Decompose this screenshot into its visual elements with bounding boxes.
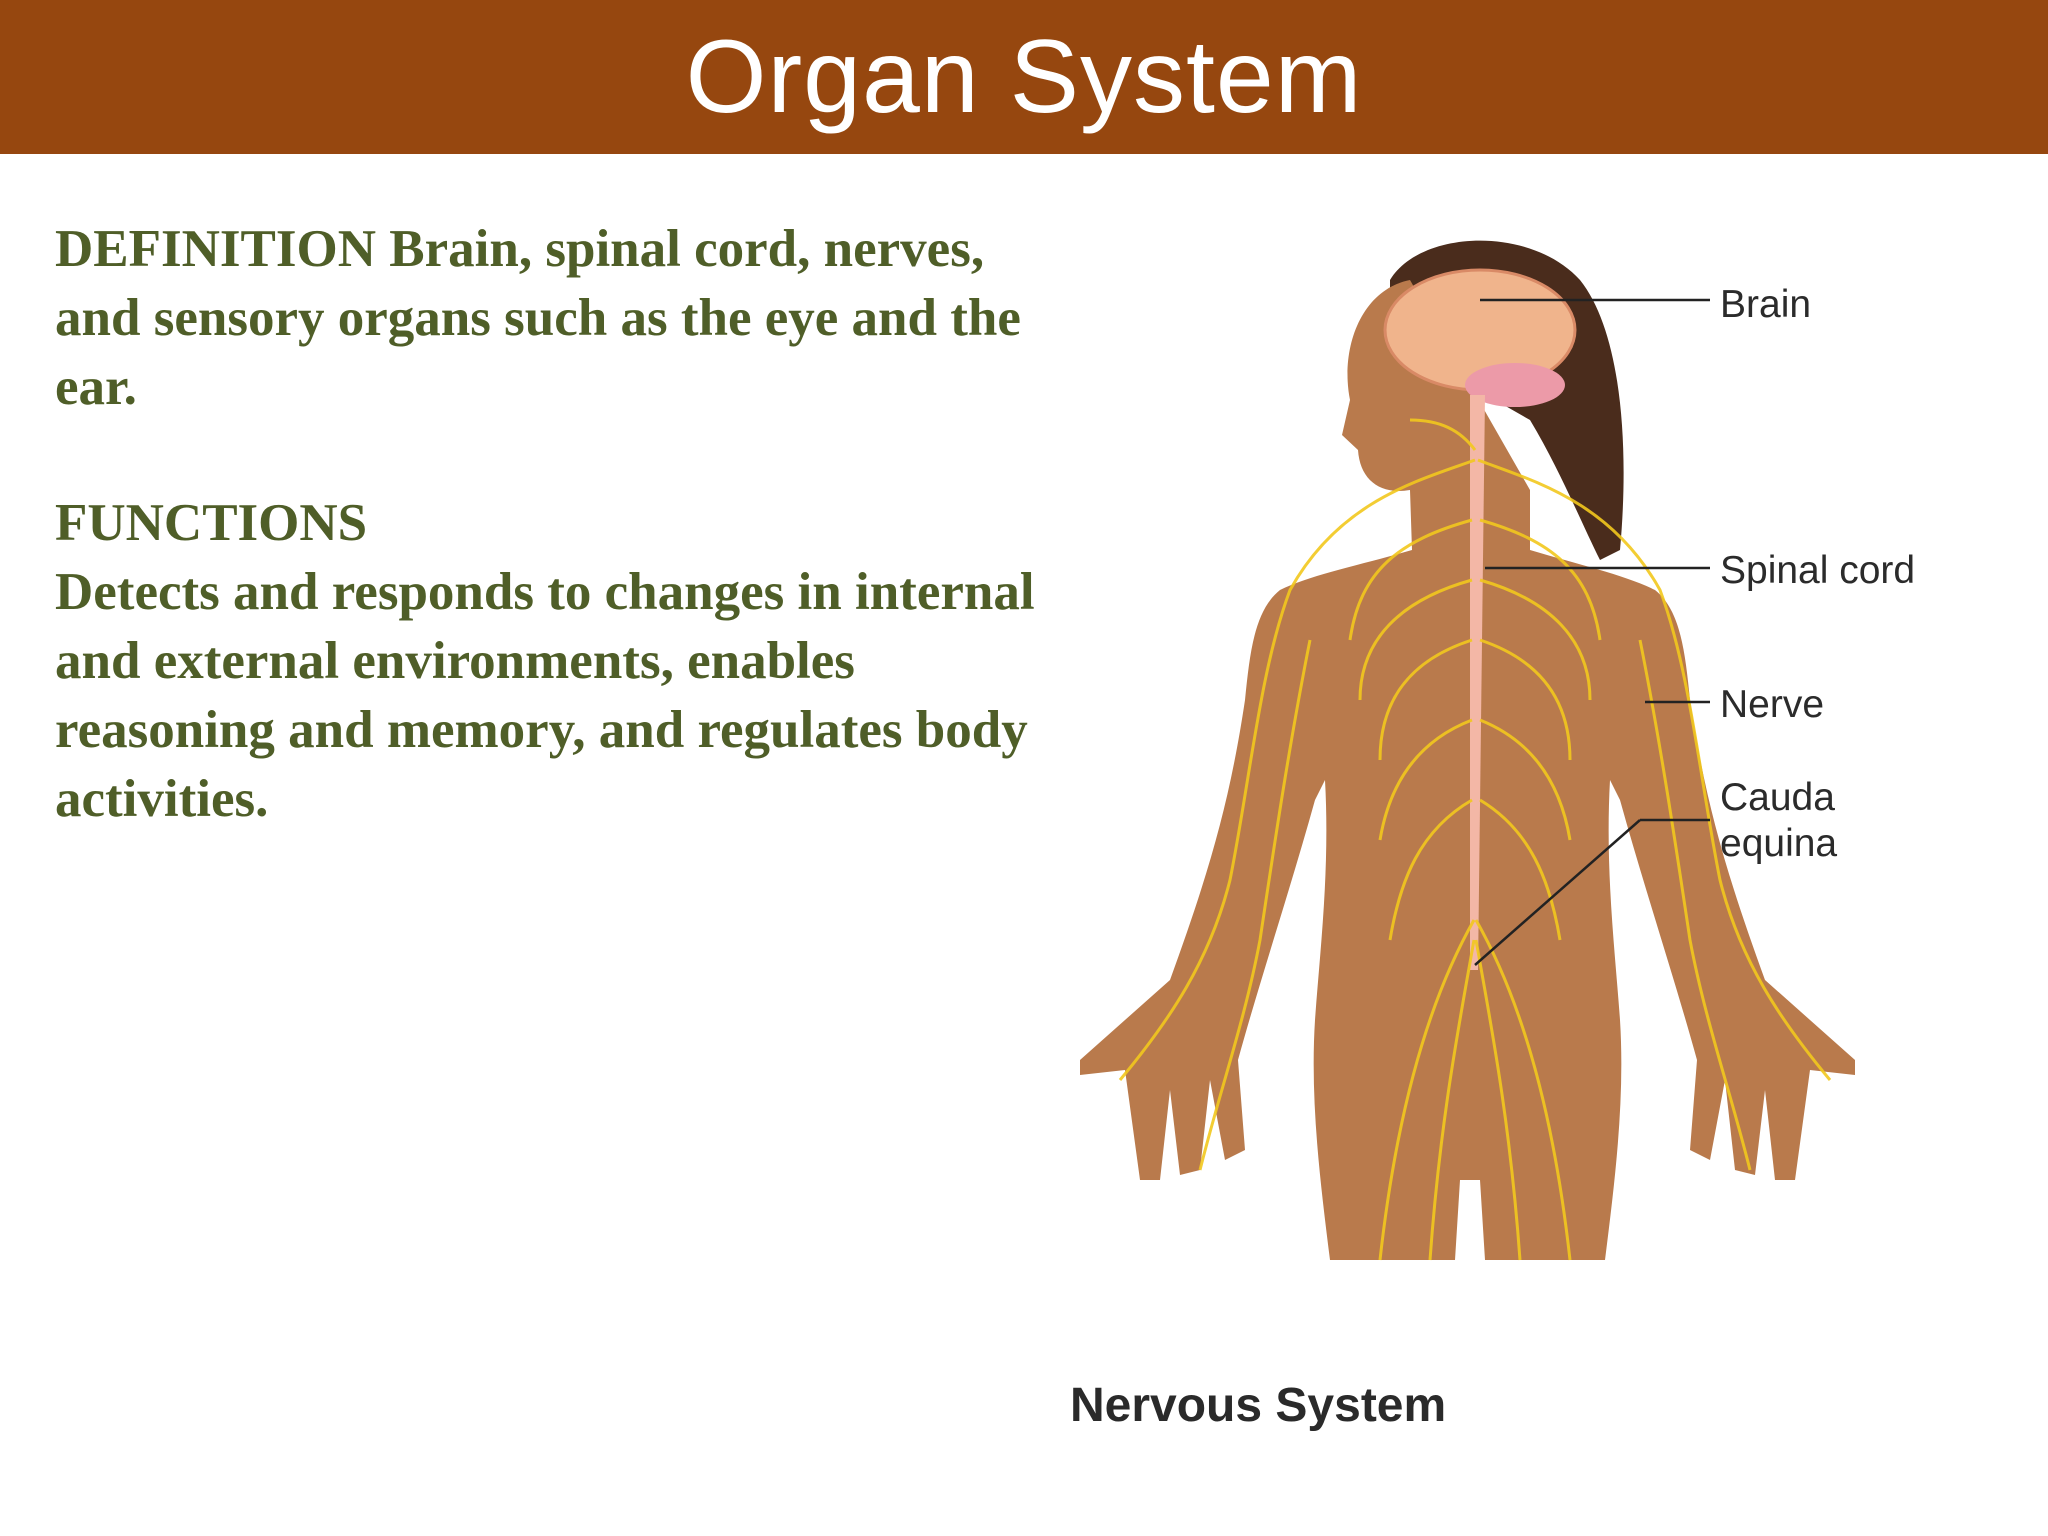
nervous-system-illustration bbox=[1080, 240, 1855, 1261]
slide-title: Organ System bbox=[685, 19, 1363, 135]
label-cauda-equina-line2: equina bbox=[1720, 822, 1838, 865]
body-text: DEFINITION Brain, spinal cord, nerves, a… bbox=[55, 215, 1035, 834]
figure-caption: Nervous System bbox=[1070, 1379, 1447, 1432]
definition-heading: DEFINITION bbox=[55, 220, 377, 278]
spinal-cord bbox=[1470, 395, 1485, 970]
functions-heading: FUNCTIONS bbox=[55, 494, 368, 552]
definition-text: Brain, spinal cord, nerves, and sensory … bbox=[55, 220, 1021, 416]
label-nerve: Nerve bbox=[1720, 683, 1825, 726]
label-cauda-equina-line1: Cauda bbox=[1720, 776, 1835, 819]
body-silhouette bbox=[1080, 280, 1855, 1260]
definition-paragraph: DEFINITION Brain, spinal cord, nerves, a… bbox=[55, 215, 1035, 422]
label-brain: Brain bbox=[1720, 283, 1812, 326]
functions-text: Detects and responds to changes in inter… bbox=[55, 563, 1035, 828]
cerebellum bbox=[1465, 363, 1565, 407]
nervous-system-figure: Brain Spinal cord Nerve Cauda equina bbox=[1060, 220, 2000, 1420]
label-spinal-cord: Spinal cord bbox=[1720, 549, 1916, 592]
label-cauda-equina: Cauda equina bbox=[1720, 775, 1837, 867]
title-bar: Organ System bbox=[0, 0, 2048, 154]
leader-lines bbox=[1474, 298, 1710, 966]
nerve-network bbox=[1118, 418, 1832, 1261]
